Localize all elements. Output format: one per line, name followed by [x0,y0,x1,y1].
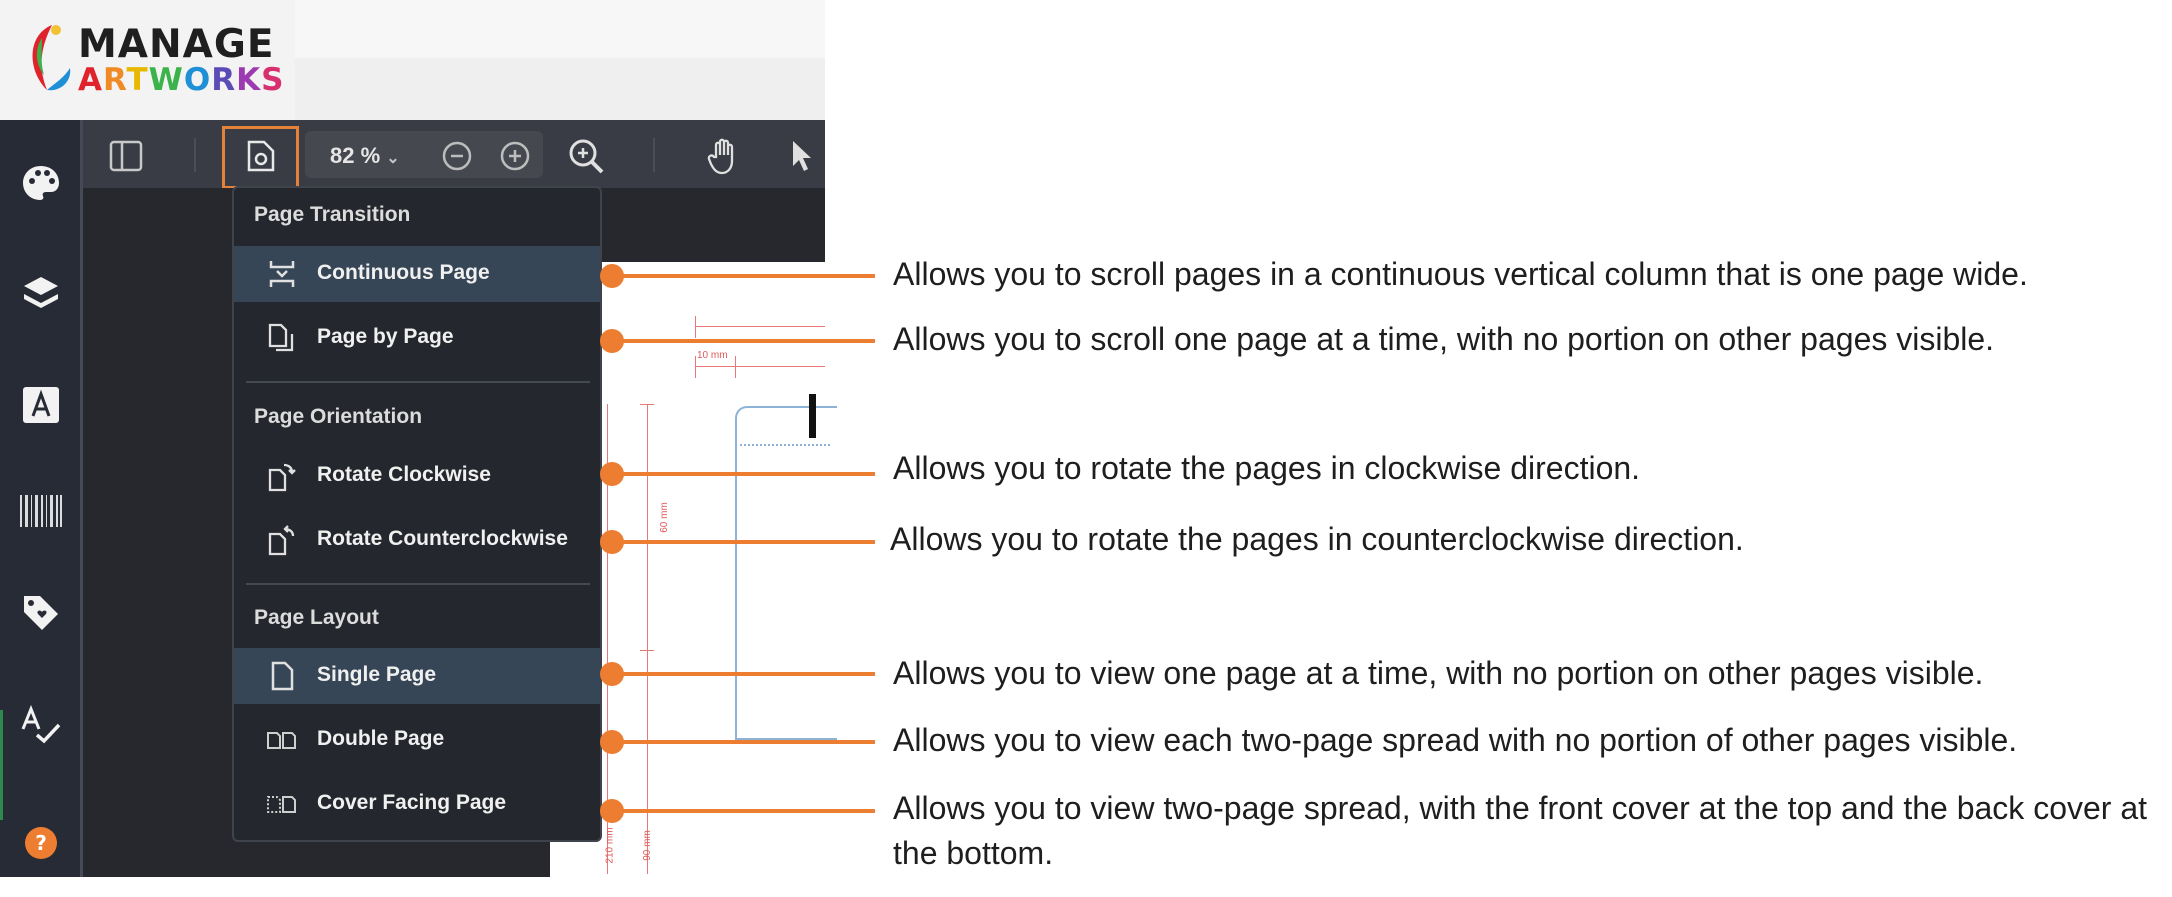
section-title-page-layout: Page Layout [254,606,379,629]
highlight-box [222,126,299,189]
zoom-value: 82 % [330,143,381,168]
callout-text: Allows you to rotate the pages in counte… [890,521,1744,557]
sidebar-active-indicator [0,710,3,820]
single-page-icon [271,661,294,691]
callout-line [610,809,875,813]
magnifier-icon[interactable] [565,135,607,177]
section-title-page-transition: Page Transition [254,203,411,226]
menu-item-label: Page by Page [317,325,454,348]
callout-line [610,339,875,343]
zoom-in-icon[interactable] [496,137,534,175]
header-bar [295,0,825,58]
callout-dot [600,264,624,288]
sidebar-toggle-icon[interactable] [106,136,146,176]
logo-text-artworks: ARTWORKS [78,62,285,98]
callout-line [610,472,875,476]
page-settings-icon[interactable] [238,136,283,176]
cover-facing-page-icon [267,796,296,813]
callout-text: Allows you to scroll pages in a continuo… [893,256,2028,292]
left-sidebar: ? [0,120,80,897]
callout-text: Allows you to view each two-page spread … [893,722,2018,758]
hand-pan-icon[interactable] [703,135,745,177]
section-title-page-orientation: Page Orientation [254,405,423,428]
menu-item-label: Rotate Clockwise [317,463,491,486]
callout-text: Allows you to view two-page spread, with… [893,790,2148,871]
logo-area [0,0,295,120]
callout-dot [600,799,624,823]
menu-divider [246,381,590,383]
rotate-clockwise-icon [268,463,296,492]
zoom-dropdown[interactable]: 82 % ⌄ [330,143,400,169]
menu-item-label: Rotate Counterclockwise [317,527,568,550]
callout-dot [600,662,624,686]
menu-item-continuous-page[interactable]: Continuous Page [234,246,600,302]
menu-item-single-page[interactable]: Single Page [234,648,600,704]
spellcheck-icon[interactable] [18,702,64,748]
pointer-arrow-icon[interactable] [783,136,819,176]
page-bottom-margin [0,877,2172,897]
menu-item-label: Cover Facing Page [317,791,507,814]
text-tool-icon[interactable] [18,382,64,428]
logo-text-manage: MANAGE [78,22,275,67]
callout-text: Allows you to rotate the pages in clockw… [893,450,1641,486]
barcode-icon[interactable] [18,488,64,534]
dimension-label: 210 mm [604,827,616,864]
label-bleed-line [740,444,830,447]
dimension-label: 60 mm [658,502,670,533]
palette-icon[interactable] [18,160,64,206]
menu-item-rotate-clockwise[interactable]: Rotate Clockwise [234,448,600,504]
rotate-counterclockwise-icon [268,525,295,556]
callout-dot [600,329,624,353]
menu-divider [246,583,590,585]
toolbar-separator [194,138,196,172]
zoom-out-icon[interactable] [438,137,476,175]
barcode-bar [809,394,816,438]
logo-swirl-icon [32,25,71,91]
menu-item-label: Single Page [317,663,437,686]
tag-heart-icon[interactable] [18,590,64,636]
callout-line [610,740,875,744]
callout-dot [600,730,624,754]
callout-text: Allows you to view one page at a time, w… [893,655,1984,691]
dimension-label: 10 mm [697,350,728,361]
chevron-down-icon: ⌄ [386,150,400,167]
document-drawing: 10 mm 60 mm 210 mm 90 mm [555,262,837,877]
callout-line [610,540,875,544]
header-bar-lower [295,58,825,120]
continuous-page-icon [269,261,295,287]
callout-line [610,274,875,278]
svg-text:?: ? [35,831,47,855]
menu-item-cover-facing-page[interactable]: Cover Facing Page [234,776,600,832]
page-by-page-icon [268,323,294,352]
sidebar-edge [80,120,83,897]
callout-dot [600,462,624,486]
label-outline [735,406,837,740]
toolbar-separator [653,138,655,172]
menu-item-label: Continuous Page [317,261,490,284]
layers-icon[interactable] [18,270,64,316]
menu-item-rotate-counterclockwise[interactable]: Rotate Counterclockwise [234,512,600,568]
dimension-label: 90 mm [641,830,653,861]
callout-line [610,672,875,676]
double-page-icon [267,732,296,749]
callout-dot [600,530,624,554]
menu-item-label: Double Page [317,727,445,750]
help-icon[interactable]: ? [18,820,64,866]
callout-text: Allows you to scroll one page at a time,… [893,321,1995,357]
menu-item-double-page[interactable]: Double Page [234,712,600,768]
menu-item-page-by-page[interactable]: Page by Page [234,310,600,366]
